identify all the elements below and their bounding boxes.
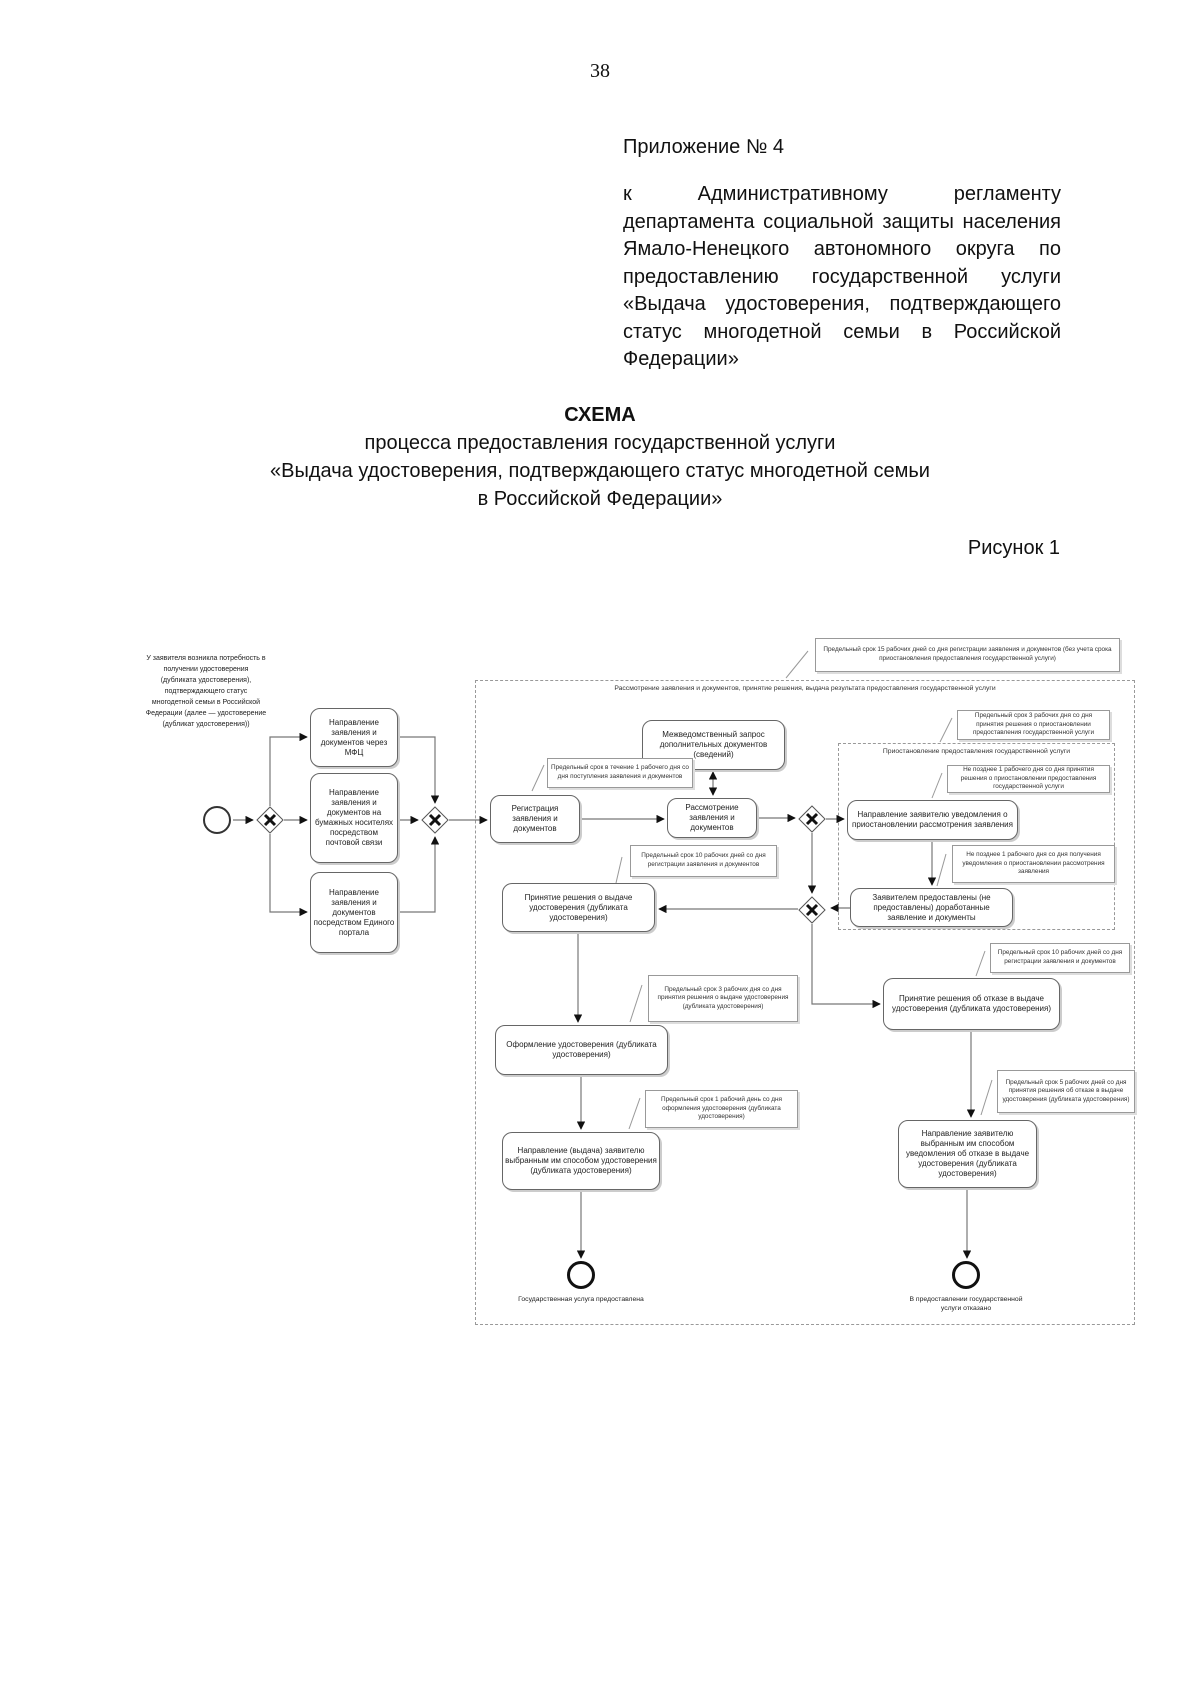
schema-subtitle-3: в Российской Федерации» (477, 488, 723, 510)
process-flowchart: Рассмотрение заявления и документов, при… (140, 595, 1150, 1345)
end-label-service-refused: В предоставлении государственной услуги … (909, 1296, 1023, 1312)
gateway-consideration-result (798, 805, 826, 833)
schema-subtitle-2: «Выдача удостоверения, подтверждающего с… (270, 460, 930, 482)
task-submit-via-portal: Направление заявления и документов посре… (310, 872, 398, 953)
end-event-service-refused (952, 1261, 980, 1289)
task-submit-by-mail: Направление заявления и документов на бу… (310, 773, 398, 863)
annotation-suspend-decision-term: Предельный срок 3 рабочих дня со дня при… (957, 710, 1110, 740)
gateway-merge-channels (421, 806, 449, 834)
annotation-issue-decision-term: Предельный срок 3 рабочих дня со дня при… (648, 975, 798, 1022)
task-submit-via-mfc: Направление заявления и документов через… (310, 708, 398, 767)
task-decide-issue: Принятие решения о выдаче удостоверения … (502, 883, 655, 932)
start-condition-text: У заявителя возникла потребность в получ… (145, 655, 267, 728)
schema-title-block: СХЕМА процесса предоставления государств… (0, 401, 1200, 513)
exclusive-gateway-icon (421, 806, 449, 834)
task-decide-refuse: Принятие решения об отказе в выдаче удос… (883, 978, 1060, 1030)
annotation-total-term: Предельный срок 15 рабочих дней со дня р… (815, 638, 1120, 672)
annotation-format-term: Предельный срок 1 рабочий день со дня оф… (645, 1090, 798, 1128)
end-event-service-provided (567, 1261, 595, 1289)
suspend-subprocess-label: Приостановление предоставления государст… (882, 748, 1071, 755)
task-format-certificate: Оформление удостоверения (дубликата удос… (495, 1025, 668, 1075)
gateway-decision-branch (798, 896, 826, 924)
annotation-notify-suspend-term: Не позднее 1 рабочего дня со дня приняти… (947, 765, 1110, 793)
appendix-text: к Административному регламенту департаме… (623, 183, 1061, 370)
task-send-certificate: Направление (выдача) заявителю выбранным… (502, 1132, 660, 1190)
task-consider-application: Рассмотрение заявления и документов (667, 798, 757, 838)
exclusive-gateway-icon (798, 805, 826, 833)
task-send-refusal-notice: Направление заявителю выбранным им спосо… (898, 1120, 1037, 1188)
annotation-register-term: Предельный срок в течение 1 рабочего дня… (547, 758, 693, 788)
task-revised-documents-provided: Заявителем предоставлены (не предоставле… (850, 888, 1013, 927)
schema-subtitle-1: процесса предоставления государственной … (364, 432, 836, 454)
task-notify-suspension: Направление заявителю уведомления о прио… (847, 800, 1018, 840)
exclusive-gateway-icon (798, 896, 826, 924)
annotation-refuse-term: Предельный срок 10 рабочих дней со дня р… (990, 943, 1130, 973)
suspend-subprocess-container: Приостановление предоставления государст… (838, 743, 1115, 930)
schema-title: СХЕМА (564, 404, 636, 426)
gateway-split-channels (256, 806, 284, 834)
start-event-circle (203, 806, 231, 834)
end-label-service-provided: Государственная услуга предоставлена (518, 1296, 644, 1303)
main-subprocess-container: Рассмотрение заявления и документов, при… (475, 680, 1135, 1325)
task-register-application: Регистрация заявления и документов (490, 795, 580, 843)
page-number: 38 (590, 60, 610, 82)
annotation-send-refusal-term: Предельный срок 5 рабочих дней со дня пр… (997, 1070, 1135, 1113)
annotation-provided-term: Не позднее 1 рабочего дня со дня получен… (952, 845, 1115, 883)
main-subprocess-label: Рассмотрение заявления и документов, при… (614, 685, 996, 692)
appendix-label: Приложение № 4 (623, 136, 784, 158)
exclusive-gateway-icon (256, 806, 284, 834)
annotation-consider-term: Предельный срок 10 рабочих дней со дня р… (630, 845, 777, 877)
figure-label: Рисунок 1 (967, 537, 1060, 559)
